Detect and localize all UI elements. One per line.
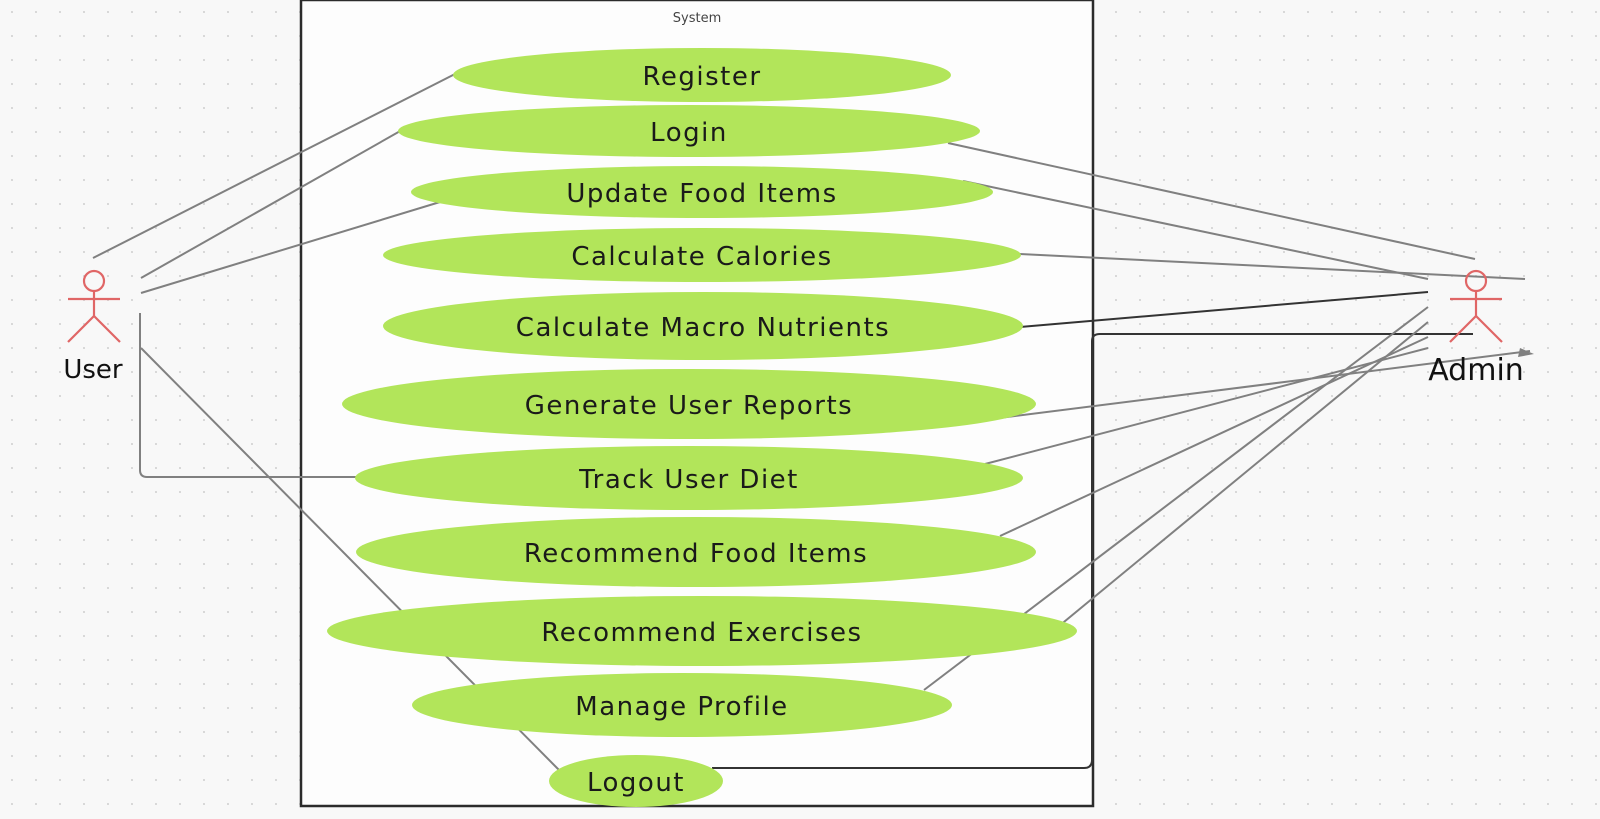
use-case-calculate-calories[interactable]: Calculate Calories xyxy=(383,228,1021,282)
use-case-label: Manage Profile xyxy=(575,692,788,722)
use-case-recommend-exercises[interactable]: Recommend Exercises xyxy=(327,596,1077,666)
use-case-label: Calculate Calories xyxy=(571,242,832,272)
arrowhead xyxy=(1518,348,1534,357)
use-case-manage-profile[interactable]: Manage Profile xyxy=(412,673,952,737)
use-case-register[interactable]: Register xyxy=(453,48,951,102)
use-case-generate-user-reports[interactable]: Generate User Reports xyxy=(342,369,1036,439)
use-case-label: Calculate Macro Nutrients xyxy=(516,313,890,343)
actor-admin-label: Admin xyxy=(1428,353,1524,388)
use-cases: Register Login Update Food Items Calcula… xyxy=(327,48,1077,807)
assoc-admin-logout xyxy=(712,333,1473,769)
use-case-track-user-diet[interactable]: Track User Diet xyxy=(355,446,1023,510)
assoc-admin-login xyxy=(947,142,1476,260)
use-case-label: Recommend Exercises xyxy=(541,618,862,648)
assoc-admin-update-food xyxy=(962,180,1429,280)
use-case-label: Logout xyxy=(587,768,685,798)
assoc-admin-recommend-exercises xyxy=(1035,321,1429,646)
system-title: System xyxy=(673,11,721,26)
assoc-admin-calc-calories xyxy=(1019,253,1526,280)
assoc-user-login xyxy=(140,129,403,279)
use-case-calculate-macro-nutrients[interactable]: Calculate Macro Nutrients xyxy=(383,292,1023,360)
use-case-label: Update Food Items xyxy=(566,179,837,209)
use-case-label: Login xyxy=(650,118,728,148)
assoc-user-register xyxy=(92,73,456,259)
assoc-admin-recommend-food xyxy=(999,336,1429,537)
actor-user-figure-icon xyxy=(67,269,121,343)
use-case-login[interactable]: Login xyxy=(398,105,980,157)
actor-user-label: User xyxy=(63,355,123,385)
actor-admin[interactable]: Admin xyxy=(1428,269,1524,388)
use-case-label: Recommend Food Items xyxy=(524,539,868,569)
assoc-user-update-food xyxy=(140,201,441,294)
use-case-recommend-food-items[interactable]: Recommend Food Items xyxy=(356,517,1036,587)
assoc-user-track-diet xyxy=(139,313,357,478)
assoc-admin-track-diet xyxy=(984,347,1429,465)
assoc-admin-reports xyxy=(998,350,1531,419)
use-case-label: Register xyxy=(642,62,761,92)
use-case-update-food-items[interactable]: Update Food Items xyxy=(411,166,993,218)
use-case-label: Track User Diet xyxy=(578,465,799,495)
use-case-logout[interactable]: Logout xyxy=(549,755,723,807)
use-case-label: Generate User Reports xyxy=(525,391,853,421)
actor-user[interactable]: User xyxy=(63,269,123,385)
assoc-admin-calc-macro xyxy=(1019,291,1429,328)
actor-admin-figure-icon xyxy=(1449,269,1503,343)
